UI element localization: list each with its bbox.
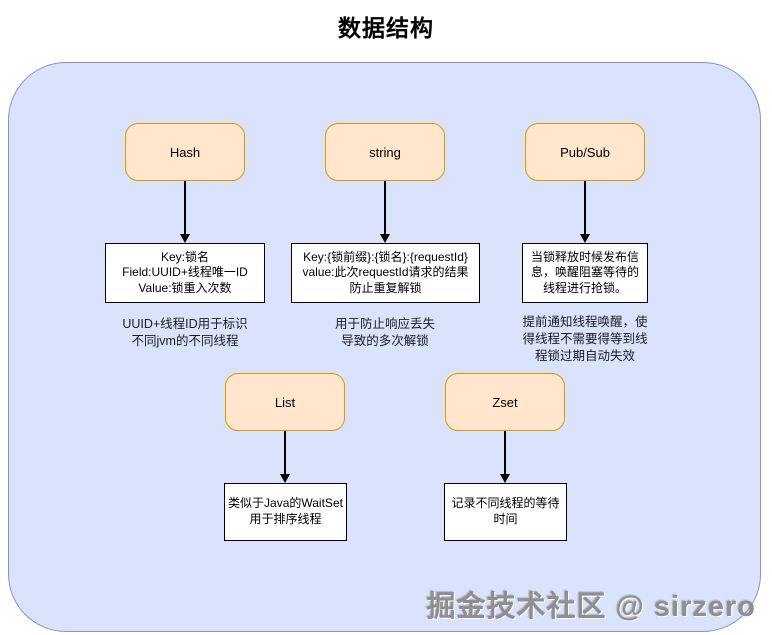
caption-line: 得线程不需要得等到线 bbox=[522, 331, 648, 346]
caption-string: 用于防止响应丢失 导致的多次解锁 bbox=[300, 316, 470, 350]
node-pubsub: Pub/Sub bbox=[525, 123, 645, 181]
arrow-pubsub-down bbox=[580, 181, 590, 243]
arrow-shaft bbox=[284, 431, 286, 474]
detail-line: Key:{锁前缀}:{锁名}:{requestId} bbox=[303, 249, 468, 264]
arrow-head-icon bbox=[380, 234, 390, 243]
detail-line: 时间 bbox=[493, 512, 518, 526]
node-string: string bbox=[325, 123, 445, 181]
arrow-head-icon bbox=[580, 234, 590, 243]
caption-line: 用于防止响应丢失 bbox=[334, 317, 435, 331]
detail-line: Key:锁名 bbox=[160, 249, 209, 264]
node-list: List bbox=[225, 373, 345, 431]
caption-pubsub: 提前通知线程唤醒，使 得线程不需要得等到线 程锁过期自动失效 bbox=[497, 314, 673, 365]
detail-line: 类似于Java的WaitSet bbox=[228, 496, 343, 511]
arrow-string-down bbox=[380, 181, 390, 243]
detail-box-hash: Key:锁名 Field:UUID+线程唯一ID Value:锁重入次数 bbox=[105, 243, 265, 303]
node-hash-label: Hash bbox=[169, 144, 201, 160]
arrow-shaft bbox=[504, 431, 506, 474]
detail-line: 息，唤醒阻塞等待的 bbox=[530, 265, 639, 280]
detail-line: 防止重复解锁 bbox=[349, 280, 422, 295]
node-list-label: List bbox=[274, 394, 296, 410]
arrow-head-icon bbox=[280, 474, 290, 483]
node-pubsub-label: Pub/Sub bbox=[560, 144, 610, 160]
caption-line: UUID+线程ID用于标识 bbox=[122, 317, 248, 331]
caption-line: 导致的多次解锁 bbox=[341, 333, 429, 348]
arrow-hash-down bbox=[180, 181, 190, 243]
detail-line: Value:锁重入次数 bbox=[138, 280, 232, 295]
arrow-shaft bbox=[384, 181, 386, 234]
page-title: 数据结构 bbox=[338, 15, 434, 41]
detail-line: 当锁释放时候发布信 bbox=[530, 249, 639, 264]
arrow-head-icon bbox=[180, 234, 190, 243]
arrow-list-down bbox=[280, 431, 290, 483]
arrow-shaft bbox=[184, 181, 186, 234]
detail-line: value:此次requestId请求的结果 bbox=[302, 265, 469, 280]
watermark: 掘金技术社区 @ sirzero bbox=[426, 591, 756, 623]
caption-line: 程锁过期自动失效 bbox=[534, 348, 635, 363]
arrow-head-icon bbox=[500, 474, 510, 483]
detail-box-zset: 记录不同线程的等待 时间 bbox=[444, 483, 567, 541]
detail-line: 线程进行抢锁。 bbox=[542, 280, 627, 295]
node-string-label: string bbox=[369, 144, 401, 160]
arrow-shaft bbox=[584, 181, 586, 234]
caption-line: 不同jvm的不同线程 bbox=[131, 333, 239, 348]
node-zset-label: Zset bbox=[492, 394, 518, 410]
detail-line: Field:UUID+线程唯一ID bbox=[122, 265, 248, 280]
detail-line: 记录不同线程的等待 bbox=[451, 496, 560, 511]
caption-line: 提前通知线程唤醒，使 bbox=[522, 315, 648, 329]
node-zset: Zset bbox=[445, 373, 565, 431]
node-hash: Hash bbox=[125, 123, 245, 181]
detail-line: 用于排序线程 bbox=[249, 512, 322, 526]
arrow-zset-down bbox=[500, 431, 510, 483]
caption-hash: UUID+线程ID用于标识 不同jvm的不同线程 bbox=[100, 316, 270, 350]
detail-box-string: Key:{锁前缀}:{锁名}:{requestId} value:此次reque… bbox=[291, 243, 480, 303]
detail-box-pubsub: 当锁释放时候发布信 息，唤醒阻塞等待的 线程进行抢锁。 bbox=[522, 243, 648, 303]
detail-box-list: 类似于Java的WaitSet 用于排序线程 bbox=[224, 483, 347, 541]
